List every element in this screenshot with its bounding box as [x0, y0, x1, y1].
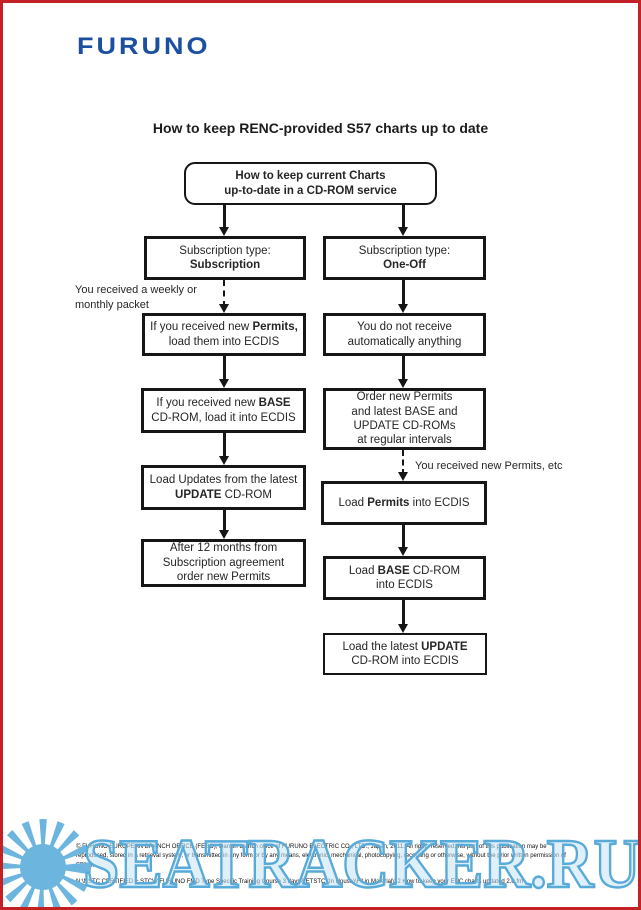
footer-file-path: N:\NSTC CERTIFIED + STCW\FURUNO FMD Type… [76, 878, 524, 885]
flow-box-subscription-type-subscription: Subscription type:Subscription [144, 236, 306, 280]
flow-box-load-permits-ecdis: Load Permits into ECDIS [321, 481, 487, 525]
edge-label-permits-etc: You received new Permits, etc [415, 460, 563, 472]
flow-box-new-permits-load-ecdis: If you received new Permits,load them in… [142, 313, 306, 356]
furuno-logo: FURUNO [77, 33, 211, 60]
flow-box-subscription-type-oneoff: Subscription type:One-Off [323, 236, 486, 280]
page-title: How to keep RENC-provided S57 charts up … [152, 120, 489, 136]
footer-copyright: © FURUNO EUROPEAN BRANCH OFFICE (FEBO), … [76, 844, 566, 869]
footer: © FURUNO EUROPEAN BRANCH OFFICE (FEBO), … [76, 843, 578, 887]
